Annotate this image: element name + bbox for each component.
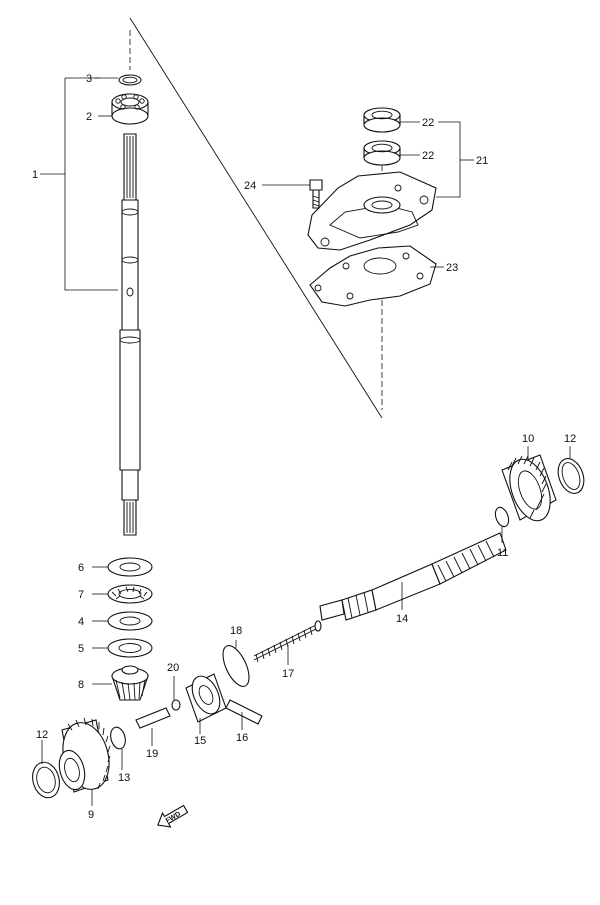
callout-16: 16 [236, 732, 248, 744]
callout-2: 2 [86, 111, 92, 123]
callout-19: 19 [146, 748, 158, 760]
propeller-shaft-group [32, 446, 585, 806]
part-10-reverse-gear [501, 454, 557, 522]
callout-14: 14 [396, 613, 408, 625]
part-12-shim-left [32, 761, 60, 799]
callout-21: 21 [476, 155, 488, 167]
part-8-pinion [111, 665, 149, 701]
callout-20: 20 [167, 662, 179, 674]
part-7-thrust-bearing [107, 584, 153, 604]
fwd-direction-arrow: FWD [157, 804, 189, 828]
callout-9: 9 [88, 809, 94, 821]
part-13-shim [110, 726, 126, 750]
pump-case-group [262, 107, 474, 410]
callout-24: 24 [244, 180, 256, 192]
part-23-gasket [309, 245, 437, 307]
callout-15: 15 [194, 735, 206, 747]
part-21-pump-case [307, 171, 437, 251]
part-14-propeller-shaft [319, 532, 507, 621]
part-4-washer [107, 611, 153, 631]
part-22-oil-seal-upper [363, 107, 401, 133]
leader-1 [64, 78, 118, 291]
callout-11: 11 [497, 547, 508, 559]
part-16-pin [225, 699, 263, 725]
group-separator-line [129, 17, 383, 419]
part-24-bolt [309, 179, 323, 209]
drive-shaft-group [40, 30, 149, 536]
callout-12-right: 12 [564, 433, 576, 445]
callout-12-left: 12 [36, 729, 48, 741]
part-12-shim-right [557, 458, 585, 494]
callout-7: 7 [78, 589, 84, 601]
part-6-washer [107, 557, 153, 577]
part-11-washer [494, 506, 510, 528]
callout-18: 18 [230, 625, 242, 637]
callout-22-lower: 22 [422, 150, 434, 162]
part-22-oil-seal-lower [363, 140, 401, 166]
part-15-clutch-dog [185, 673, 227, 723]
part-19-push-rod [135, 707, 171, 729]
callout-3: 3 [86, 73, 92, 85]
part-18-ring [222, 645, 250, 687]
callout-4: 4 [78, 616, 84, 628]
part-9-forward-gear [58, 717, 111, 793]
callout-13: 13 [118, 772, 130, 784]
part-20-ball [171, 699, 181, 711]
part-1-driveshaft [119, 133, 141, 536]
callout-1: 1 [32, 169, 38, 181]
part-17-spring [253, 620, 322, 663]
callout-6: 6 [78, 562, 84, 574]
callout-5: 5 [78, 643, 84, 655]
part-3-circlip [118, 74, 142, 86]
callout-23: 23 [446, 262, 458, 274]
callout-17: 17 [282, 668, 294, 680]
fwd-label: FWD [165, 811, 182, 825]
part-2-bearing [111, 93, 149, 125]
part-5-shim [107, 638, 153, 658]
callout-8: 8 [78, 679, 84, 691]
callout-22-upper: 22 [422, 117, 434, 129]
callout-10: 10 [522, 433, 534, 445]
